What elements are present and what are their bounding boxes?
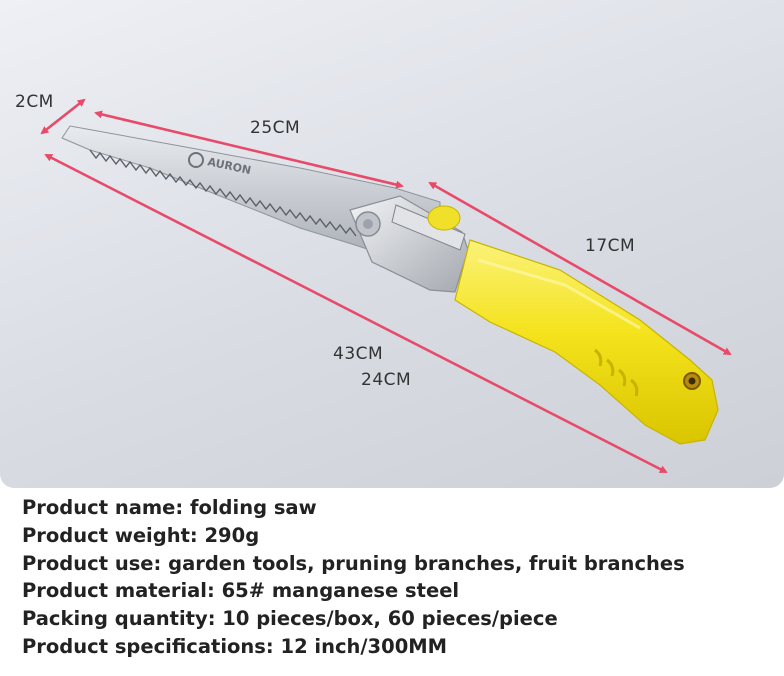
folding-saw-illustration: AURON (40, 98, 732, 474)
spec-product-material: Product material: 65# manganese steel (22, 579, 460, 603)
product-specifications: Product name: folding saw Product weight… (22, 494, 772, 661)
product-photo: AURON (0, 0, 784, 488)
dimension-label-total-folded: 24CM (361, 370, 412, 390)
spec-packing-quantity: Packing quantity: 10 pieces/box, 60 piec… (22, 607, 558, 631)
spec-product-name: Product name: folding saw (22, 496, 317, 519)
spec-product-weight: Product weight: 290g (22, 523, 260, 547)
spec-product-specifications: Product specifications: 12 inch/300MM (22, 634, 448, 658)
arrow-total (44, 153, 668, 474)
yellow-handle (454, 239, 719, 445)
metal-clamp (349, 195, 469, 293)
dimension-label-handle: 17CM (585, 236, 636, 256)
dimension-label-blade: 25CM (250, 118, 301, 138)
spec-product-use: Product use: garden tools, pruning branc… (22, 551, 685, 575)
arrow-width (40, 98, 86, 135)
dimension-label-width: 2CM (15, 92, 54, 112)
dimension-arrows (40, 98, 732, 474)
lock-button-icon (427, 205, 461, 231)
dimension-label-total-open: 43CM (333, 344, 384, 364)
